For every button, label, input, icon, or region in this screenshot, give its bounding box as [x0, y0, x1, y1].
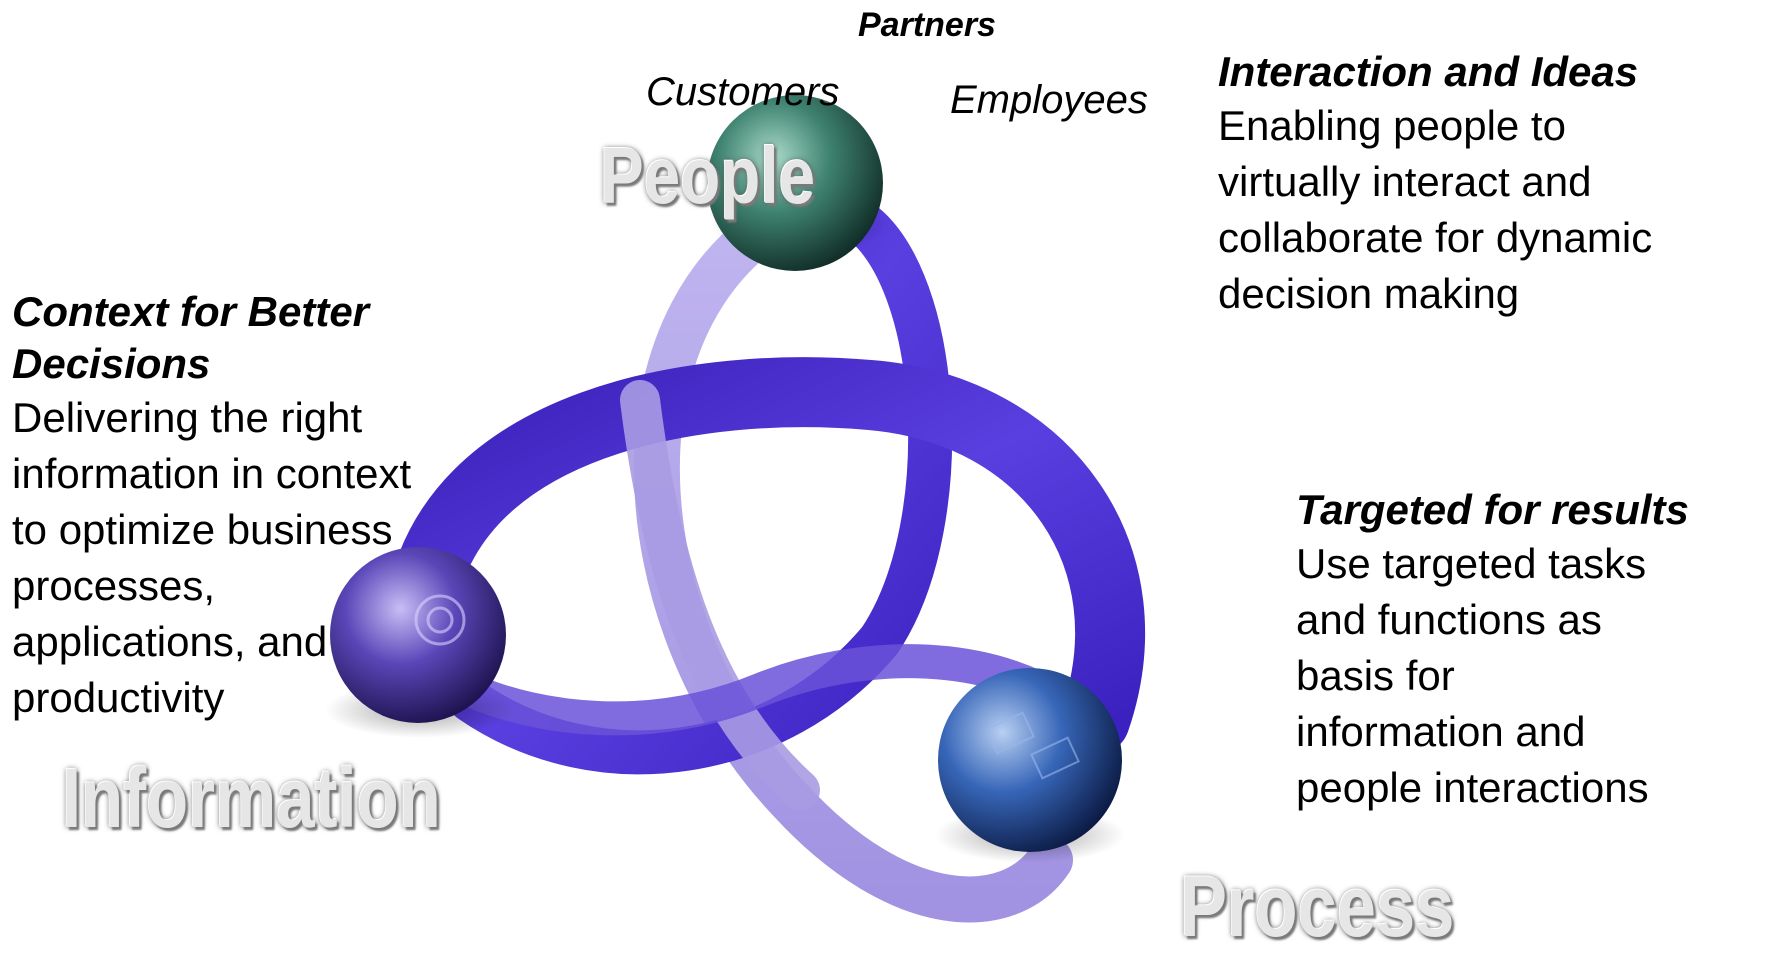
context-line: to optimize business: [12, 506, 393, 553]
interaction-line: decision making: [1218, 270, 1520, 317]
targeted-line: and functions as: [1296, 596, 1602, 643]
ribbon-process-information: [453, 644, 1077, 736]
customers-label: Customers: [646, 70, 840, 114]
ribbon-crossing: [620, 380, 820, 810]
process-grid-icon: [985, 711, 1080, 780]
interaction-title: Interaction and Ideas: [1218, 48, 1639, 95]
employees-label: Employees: [950, 78, 1148, 122]
context-line: Delivering the right: [12, 394, 363, 441]
process-sphere: [938, 668, 1122, 852]
people-node-label: People: [600, 131, 816, 220]
interaction-line: collaborate for dynamic: [1218, 214, 1653, 261]
interaction-line: Enabling people to: [1218, 102, 1566, 149]
process-node-label: Process: [1180, 859, 1455, 955]
interaction-block: Interaction and Ideas Enabling people to…: [1218, 46, 1758, 322]
context-line: productivity: [12, 674, 225, 721]
targeted-block: Targeted for results Use targeted tasks …: [1296, 484, 1766, 816]
targeted-line: Use targeted tasks: [1296, 540, 1647, 587]
context-line: processes,: [12, 562, 216, 609]
people-sphere: [707, 95, 883, 271]
context-title-line: Context for Better: [12, 288, 370, 335]
context-block: Context for Better Decisions Delivering …: [12, 286, 482, 726]
information-gear-icon: [414, 594, 466, 646]
targeted-line: information and: [1296, 708, 1586, 755]
targeted-title: Targeted for results: [1296, 486, 1689, 533]
context-line: applications, and: [12, 618, 328, 665]
partners-label: Partners: [858, 6, 996, 44]
information-node-label: Information: [62, 751, 441, 845]
information-sphere: [330, 547, 506, 723]
context-line: information in context: [12, 450, 412, 497]
context-title-line: Decisions: [12, 340, 211, 387]
ribbon-information-process: [385, 357, 1145, 755]
targeted-line: people interactions: [1296, 764, 1649, 811]
targeted-line: basis for: [1296, 652, 1455, 699]
interaction-line: virtually interact and: [1218, 158, 1592, 205]
ribbon-people-right: [448, 193, 953, 775]
